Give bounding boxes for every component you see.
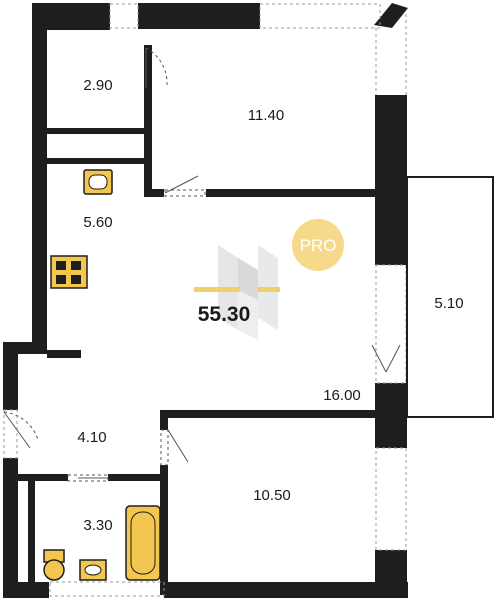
room-area-bedroom-top: 11.40 — [248, 107, 284, 124]
room-area-storage: 2.90 — [83, 77, 112, 94]
toilet-icon — [43, 549, 65, 581]
room-area-bathroom: 3.30 — [83, 517, 112, 534]
bathroom-sink-icon — [79, 559, 107, 581]
bathtub-icon — [125, 505, 161, 581]
room-area-balcony: 5.10 — [434, 295, 463, 312]
total-area: 55.30 — [198, 303, 251, 326]
room-area-bedroom-bottom: 10.50 — [253, 487, 291, 504]
door-bathroom-icon — [67, 474, 109, 482]
door-bedroom-bottom-icon — [160, 429, 189, 466]
room-area-kitchen: 5.60 — [83, 214, 112, 231]
room-area-living: 16.00 — [323, 387, 361, 404]
door-hall-left-icon — [3, 411, 39, 449]
pro-badge: PRO — [292, 219, 344, 271]
watermark-logo-icon — [194, 245, 280, 340]
walls — [3, 3, 408, 598]
pro-badge-text: PRO — [300, 236, 337, 255]
kitchen-sink-icon — [83, 169, 113, 195]
stove-icon — [50, 255, 88, 289]
balcony-outline — [406, 176, 494, 418]
room-area-hall: 4.10 — [77, 429, 106, 446]
doors — [3, 47, 401, 482]
windows — [3, 3, 407, 597]
door-storage-icon — [145, 47, 168, 88]
door-bedroom-top-icon — [164, 175, 206, 197]
door-balcony-icon — [371, 344, 401, 373]
